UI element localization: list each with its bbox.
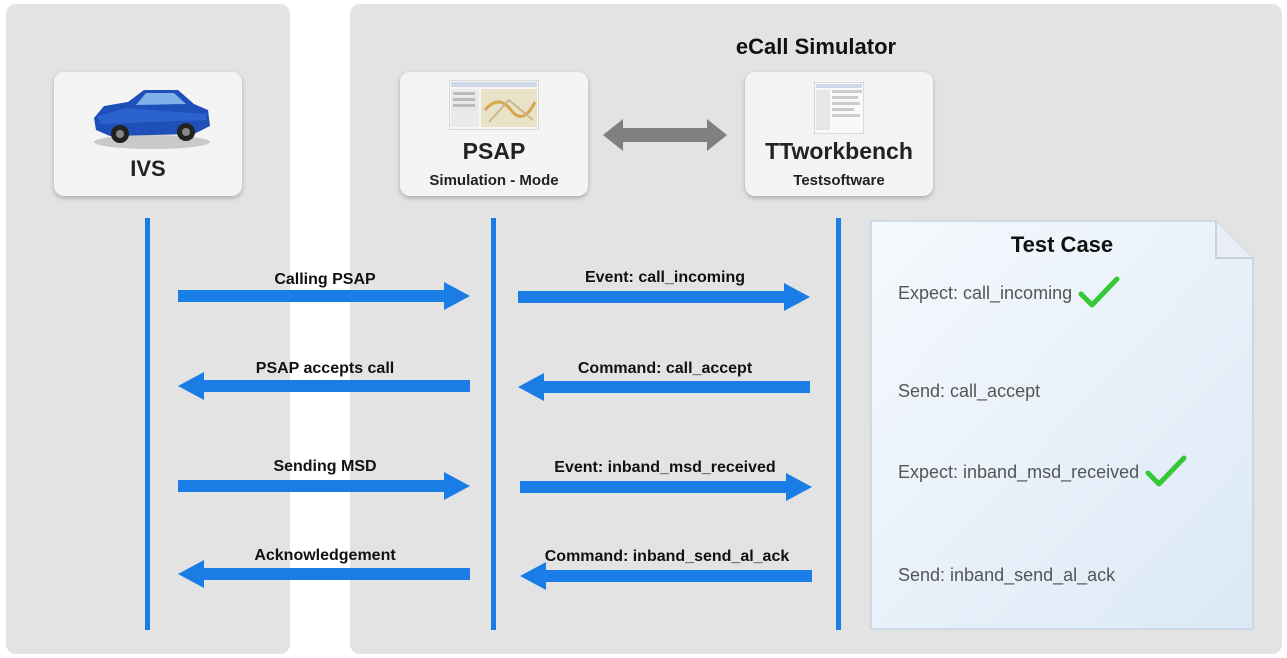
test-case-document bbox=[870, 220, 1254, 630]
message-label: PSAP accepts call bbox=[255, 360, 395, 377]
map-screenshot-icon bbox=[449, 80, 539, 130]
ttworkbench-subtitle: Testsoftware bbox=[793, 172, 885, 189]
message-label: Sending MSD bbox=[273, 458, 377, 475]
test-step: Expect: call_incoming bbox=[898, 276, 1120, 310]
arrow-left bbox=[518, 373, 810, 401]
message-label: Event: call_incoming bbox=[584, 269, 746, 286]
checkmark-icon bbox=[1145, 455, 1187, 487]
test-step: Send: inband_send_al_ack bbox=[898, 560, 1115, 590]
ttworkbench-label: TTworkbench bbox=[765, 138, 913, 164]
ttworkbench-lifeline bbox=[836, 218, 841, 630]
psap-node: PSAP Simulation - Mode bbox=[400, 72, 588, 196]
test-step-text: Expect: inband_msd_received bbox=[898, 461, 1140, 482]
ivs-label: IVS bbox=[130, 156, 166, 181]
checkmark-icon bbox=[1078, 276, 1120, 308]
message-label: Command: call_accept bbox=[577, 360, 753, 377]
software-screenshot-icon bbox=[814, 82, 864, 134]
psap-subtitle: Simulation - Mode bbox=[429, 172, 559, 189]
ttworkbench-node: TTworkbench Testsoftware bbox=[745, 72, 933, 196]
test-step-text: Send: inband_send_al_ack bbox=[898, 564, 1116, 585]
bidirectional-arrow bbox=[603, 119, 727, 151]
message-label: Calling PSAP bbox=[274, 271, 376, 288]
arrow-right bbox=[178, 472, 470, 500]
ivs-lifeline bbox=[145, 218, 150, 630]
message-label: Acknowledgement bbox=[254, 547, 396, 564]
psap-lifeline bbox=[491, 218, 496, 630]
diagram-title: eCall Simulator bbox=[735, 34, 897, 59]
test-case-title: Test Case bbox=[1010, 232, 1114, 257]
test-step-text: Send: call_accept bbox=[898, 380, 1041, 401]
arrow-left bbox=[520, 562, 812, 590]
ivs-node: IVS bbox=[54, 72, 242, 196]
arrow-right bbox=[518, 283, 810, 311]
arrow-left bbox=[178, 560, 470, 588]
psap-label: PSAP bbox=[462, 138, 526, 164]
arrow-right bbox=[520, 473, 812, 501]
arrow-left bbox=[178, 372, 470, 400]
car-icon bbox=[94, 90, 210, 149]
arrow-right bbox=[178, 282, 470, 310]
test-step: Send: call_accept bbox=[898, 374, 1040, 408]
test-step: Expect: inband_msd_received bbox=[898, 455, 1187, 489]
message-label: Event: inband_msd_received bbox=[554, 459, 776, 476]
test-step-text: Expect: call_incoming bbox=[898, 282, 1073, 303]
message-label: Command: inband_send_al_ack bbox=[544, 548, 790, 565]
